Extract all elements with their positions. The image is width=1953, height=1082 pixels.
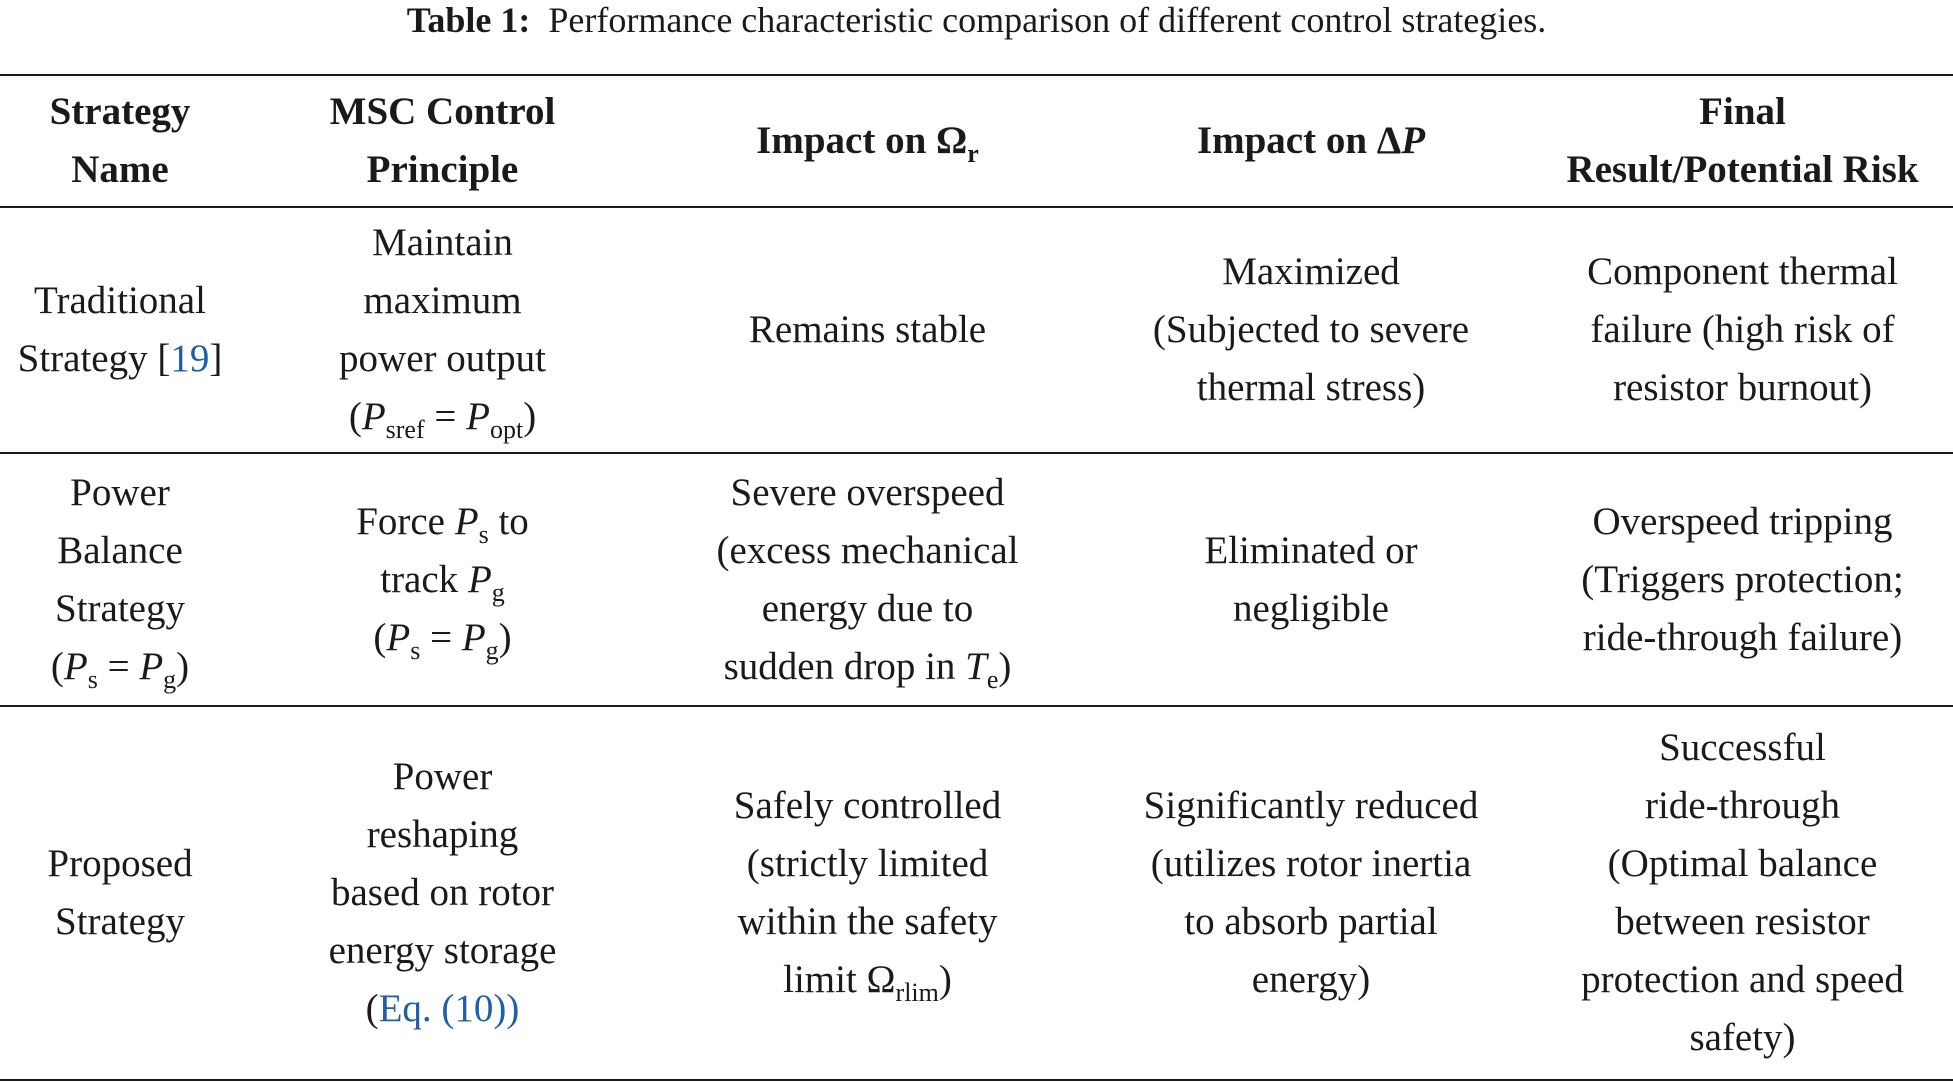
equation: (Psref = Popt) [348,395,537,444]
table-row: Proposed Strategy Power reshaping based … [0,706,1953,1081]
cell-final-result: Successful ride-through (Optimal balance… [1532,706,1953,1081]
header-final-result: Final Result/Potential Risk [1532,74,1953,208]
equation: (Ps = Pg) [373,615,512,665]
cell-strategy-name: Power Balance Strategy (Ps = Pg) [0,453,240,707]
cell-final-result: Overspeed tripping (Triggers protection;… [1532,453,1953,707]
caption-label: Table 1: [406,0,531,40]
comparison-table: Strategy Name MSC Control Principle Impa… [0,74,1953,1081]
cell-msc-principle: Power reshaping based on rotor energy st… [240,706,645,1081]
header-strategy-name: Strategy Name [0,74,240,208]
cell-impact-omega: Severe overspeed (excess mechanical ener… [645,453,1090,707]
cell-impact-omega: Remains stable [645,207,1090,454]
table-row: Traditional Strategy [19] Maintain maxim… [0,207,1953,454]
cell-final-result: Component thermal failure (high risk of … [1532,207,1953,454]
header-impact-omega: Impact on Ωr [645,74,1090,208]
header-impact-dp: Impact on ΔP [1090,74,1532,208]
cell-impact-dp: Eliminated or negligible [1090,453,1532,707]
cell-strategy-name: Traditional Strategy [19] [0,207,240,454]
cell-strategy-name: Proposed Strategy [0,706,240,1081]
equation-link[interactable]: Eq. (10) [378,987,507,1030]
cell-msc-principle: Force Ps to track Pg (Ps = Pg) [240,453,645,707]
header-row: Strategy Name MSC Control Principle Impa… [0,74,1953,208]
cell-impact-omega: Safely controlled (strictly limited with… [645,706,1090,1081]
cell-impact-dp: Maximized (Subjected to severe thermal s… [1090,207,1532,454]
cell-msc-principle: Maintain maximum power output (Psref = P… [240,207,645,454]
table-caption: Table 1: Performance characteristic comp… [0,0,1953,40]
cell-impact-dp: Significantly reduced (utilizes rotor in… [1090,706,1532,1081]
citation-link[interactable]: 19 [170,337,210,380]
header-msc-principle: MSC Control Principle [240,74,645,208]
equation: (Ps = Pg) [50,644,190,694]
caption-text: Performance characteristic comparison of… [548,0,1547,40]
table-row: Power Balance Strategy (Ps = Pg) Force P… [0,453,1953,707]
